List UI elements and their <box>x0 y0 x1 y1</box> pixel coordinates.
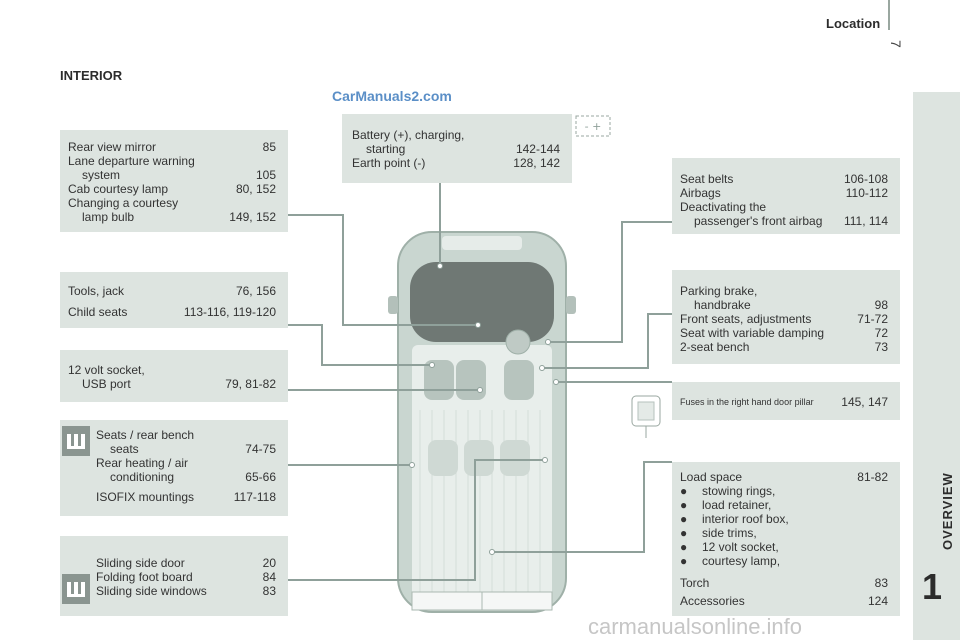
child-seat-icon <box>62 426 90 456</box>
fuse-box-icon <box>631 395 661 438</box>
svg-text:- +: - + <box>585 120 602 133</box>
panel-row: Earth point (-)128, 142 <box>352 156 560 170</box>
watermark-top: CarManuals2.com <box>332 88 452 104</box>
section-title: INTERIOR <box>60 68 123 83</box>
chapter-number: 1 <box>922 566 943 607</box>
panel-row: Seats / rear bench <box>96 428 195 442</box>
panel-row: Changing a courtesy <box>68 196 179 210</box>
battery-icon: - + <box>575 115 611 137</box>
header-divider <box>888 0 890 30</box>
list-item: ●12 volt socket, <box>680 540 779 554</box>
sidebar-strip <box>913 92 960 640</box>
panel-row: Lane departure warning <box>68 154 195 168</box>
van-illustration <box>388 231 576 613</box>
panel-row: Rear heating / air <box>96 456 189 470</box>
list-item: ●courtesy lamp, <box>680 554 781 568</box>
page-header-title: Location <box>826 16 881 31</box>
panel-row: Battery (+), charging, <box>352 128 465 142</box>
panel-row: 12 volt socket, <box>68 363 145 377</box>
list-item: ●stowing rings, <box>680 484 776 498</box>
list-item: ●load retainer, <box>680 498 772 512</box>
panel-row: Deactivating the <box>680 200 767 214</box>
list-item: ●side trims, <box>680 526 757 540</box>
list-item: ●interior roof box, <box>680 512 789 526</box>
panel-row: Parking brake, <box>680 284 758 298</box>
child-seat-icon <box>62 574 90 604</box>
watermark-bottom: carmanualsonline.info <box>588 614 803 639</box>
